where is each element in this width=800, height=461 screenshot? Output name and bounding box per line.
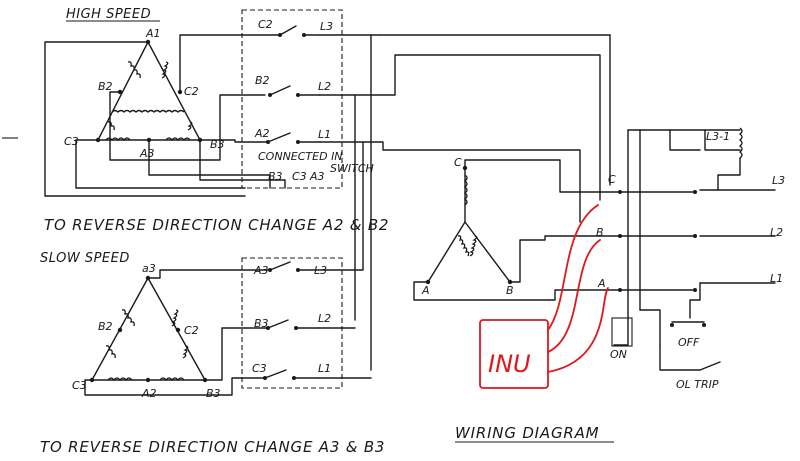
switch-note-line1: CONNECTED IN [258, 150, 343, 163]
slow-a3-label: a3 [142, 262, 156, 275]
ol-trip-label: OL TRIP [676, 378, 719, 391]
slow-speed-wiring [84, 269, 372, 396]
slow-speed-delta-winding [89, 275, 208, 383]
line-l1-label: L1 [770, 272, 783, 285]
slow-c3-label: C3 [72, 379, 87, 392]
ss-l2-label: L2 [318, 312, 331, 325]
reverse-high-caption: TO REVERSE DIRECTION CHANGE A2 & B2 [44, 216, 389, 234]
high-a1-label: A1 [145, 27, 161, 40]
high-speed-title: HIGH SPEED [66, 7, 151, 22]
hs-l2-label: L2 [318, 80, 331, 93]
hs-a3-label: A3 [309, 170, 325, 183]
off-label: OFF [678, 336, 700, 349]
slow-c2-label: C2 [184, 324, 199, 337]
slow-speed-title: SLOW SPEED [40, 251, 130, 266]
hs-l3-label: L3 [320, 20, 333, 33]
inter-section-bus [354, 34, 611, 371]
wye-c-label: C [454, 156, 462, 169]
relay-l3-1-label: L3-1 [706, 130, 730, 143]
hs-c3-label: C3 [292, 170, 307, 183]
ss-c3-label: C3 [252, 362, 267, 375]
wye-motor-wiring [413, 159, 621, 301]
high-speed-switch-box [241, 9, 343, 189]
high-c3-label: C3 [64, 135, 79, 148]
hs-l1-label: L1 [318, 128, 331, 141]
ss-l1-label: L1 [318, 362, 331, 375]
hs-a2-label: A2 [254, 127, 270, 140]
switch-note-line2: SWITCH [330, 162, 374, 175]
contact-c-label: C [608, 173, 616, 186]
red-annotation: INU [479, 204, 609, 389]
wiring-diagram-title: WIRING DIAGRAM [455, 424, 599, 442]
hs-b2-label: B2 [255, 74, 270, 87]
slow-b3-label: B3 [206, 387, 221, 400]
high-speed-switch-contacts [266, 25, 321, 144]
high-b2-label: B2 [98, 80, 113, 93]
high-c2-label: C2 [184, 85, 199, 98]
line-l2-label: L2 [770, 226, 783, 239]
slow-b2-label: B2 [98, 320, 113, 333]
wye-b-label: B [506, 284, 514, 297]
ss-l3-label: L3 [314, 264, 327, 277]
red-annotation-text: INU [488, 350, 531, 378]
wye-a-label: A [421, 284, 430, 297]
ss-a3-label: A3 [253, 264, 269, 277]
ss-b3-label: B3 [254, 317, 269, 330]
wye-motor-winding [425, 165, 513, 285]
slow-speed-switch-contacts [263, 261, 319, 380]
contact-a-label: A [597, 277, 606, 290]
on-label: ON [610, 348, 627, 361]
hs-b3-label: B3 [268, 170, 283, 183]
high-a3-label: A3 [139, 147, 155, 160]
high-speed-wiring [44, 34, 601, 223]
slow-speed-switch-box [241, 257, 343, 389]
reverse-slow-caption: TO REVERSE DIRECTION CHANGE A3 & B3 [40, 438, 385, 456]
contactor-assembly [611, 127, 776, 371]
hs-c2-label: C2 [258, 18, 273, 31]
high-b3-label: B3 [210, 138, 225, 151]
slow-a2-label: A2 [141, 387, 157, 400]
contact-b-label: B [596, 226, 604, 239]
line-l3-label: L3 [772, 174, 785, 187]
